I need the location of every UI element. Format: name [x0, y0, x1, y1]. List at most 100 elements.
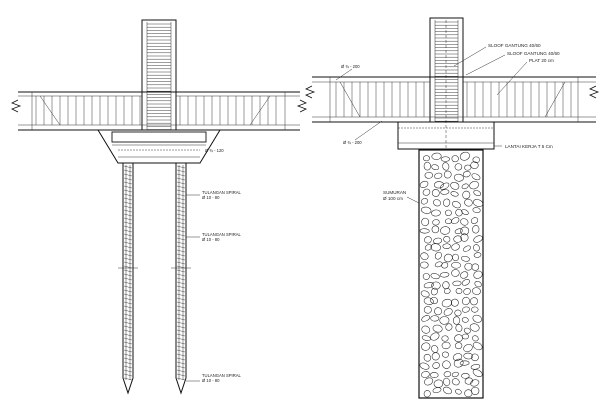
stone [432, 387, 442, 393]
stone [422, 155, 430, 162]
rebar-tie [176, 325, 186, 329]
stone [451, 378, 460, 386]
rebar-tie [123, 361, 133, 365]
stone [429, 372, 439, 378]
rebar-tie [123, 173, 133, 177]
stone [462, 190, 471, 200]
svg-text:Ø ¾ - 200: Ø ¾ - 200 [341, 64, 360, 69]
stone [473, 252, 482, 258]
stone [431, 189, 440, 197]
stone [439, 316, 450, 325]
rebar-tie [176, 305, 186, 309]
rebar-tie [123, 365, 133, 369]
stone [445, 218, 452, 225]
left-detail: Ø ¾ - 120 TULANGAN SPIRAL Ø 10 - 80 TULA… [11, 19, 307, 395]
stone [470, 217, 479, 224]
stone [421, 206, 432, 214]
pile-right [175, 163, 187, 395]
right-slab [305, 76, 600, 123]
stone [472, 156, 480, 164]
stone [445, 209, 452, 217]
stone [430, 243, 441, 252]
rebar-tie [123, 305, 133, 309]
right-footing-block [397, 121, 495, 150]
stone [420, 198, 428, 205]
rebar-tie [176, 181, 186, 185]
rebar-tie [123, 193, 133, 197]
rebar-tie [176, 209, 186, 213]
rebar-tie [176, 237, 186, 241]
stone [434, 172, 443, 179]
left-column-ties [147, 23, 171, 130]
rebar-tie [176, 321, 186, 325]
stone [430, 315, 440, 322]
stone [460, 226, 470, 236]
rebar-tie [176, 253, 186, 257]
stone [422, 273, 430, 280]
stone [472, 199, 484, 207]
stone [420, 290, 430, 298]
stone [433, 379, 444, 388]
stone [453, 235, 463, 243]
slab-break-left [305, 85, 316, 99]
stone [424, 171, 433, 179]
stone [473, 190, 482, 196]
rebar-tie [176, 353, 186, 357]
rebar-tie [123, 329, 133, 333]
left-break-line [11, 99, 22, 113]
stone [442, 162, 450, 171]
rebar-tie [123, 237, 133, 241]
stone [464, 377, 473, 385]
stone [451, 298, 459, 307]
stone [461, 317, 469, 323]
stone [463, 352, 474, 360]
stone [452, 200, 461, 209]
stone [451, 155, 459, 163]
rebar-tie [176, 185, 186, 189]
rebar-tie [123, 245, 133, 249]
stone [451, 371, 459, 378]
left-beam-ties [35, 96, 277, 125]
stone [461, 296, 470, 306]
stone [461, 373, 470, 379]
rebar-tie [176, 265, 186, 269]
rebar-tie [123, 265, 133, 269]
right-detail: SLOOF GANTUNG 40/60 SLOOF GANTUNG 40/60 … [305, 17, 600, 399]
rebar-tie [123, 325, 133, 329]
rebar-tie [176, 285, 186, 289]
slab-break-right [589, 85, 600, 99]
rebar-tie [176, 373, 186, 377]
rebar-tie [123, 169, 133, 173]
rebar-tie [123, 177, 133, 181]
rebar-tie [176, 361, 186, 365]
stone [443, 371, 452, 378]
stone [464, 262, 473, 271]
rebar-tie [176, 333, 186, 337]
stone [469, 323, 480, 332]
rebar-tie [123, 213, 133, 217]
stone [453, 173, 464, 182]
label-sumuran: SUMURAN Ø 100 cm [383, 190, 420, 204]
rebar-tie [123, 377, 133, 381]
svg-text:Ø 10 - 80: Ø 10 - 80 [202, 195, 220, 200]
stone [459, 360, 470, 366]
rebar-tie [176, 201, 186, 205]
stone [431, 209, 441, 217]
stone [419, 362, 430, 370]
stone [441, 298, 453, 308]
stone [432, 362, 440, 369]
rebar-tie [123, 205, 133, 209]
rebar-tie [123, 181, 133, 185]
svg-text:TULANGAN SPIRAL: TULANGAN SPIRAL [202, 232, 242, 237]
stone [452, 353, 463, 361]
rebar-tie [176, 293, 186, 297]
stone [464, 164, 472, 171]
stone [463, 288, 471, 295]
rebar-tie [176, 273, 186, 277]
rebar-tie [123, 369, 133, 373]
rebar-tie [123, 189, 133, 193]
stone [443, 236, 451, 243]
stone [434, 261, 443, 268]
rebar-tie [176, 297, 186, 301]
svg-text:Ø ¾ - 200: Ø ¾ - 200 [343, 140, 362, 145]
